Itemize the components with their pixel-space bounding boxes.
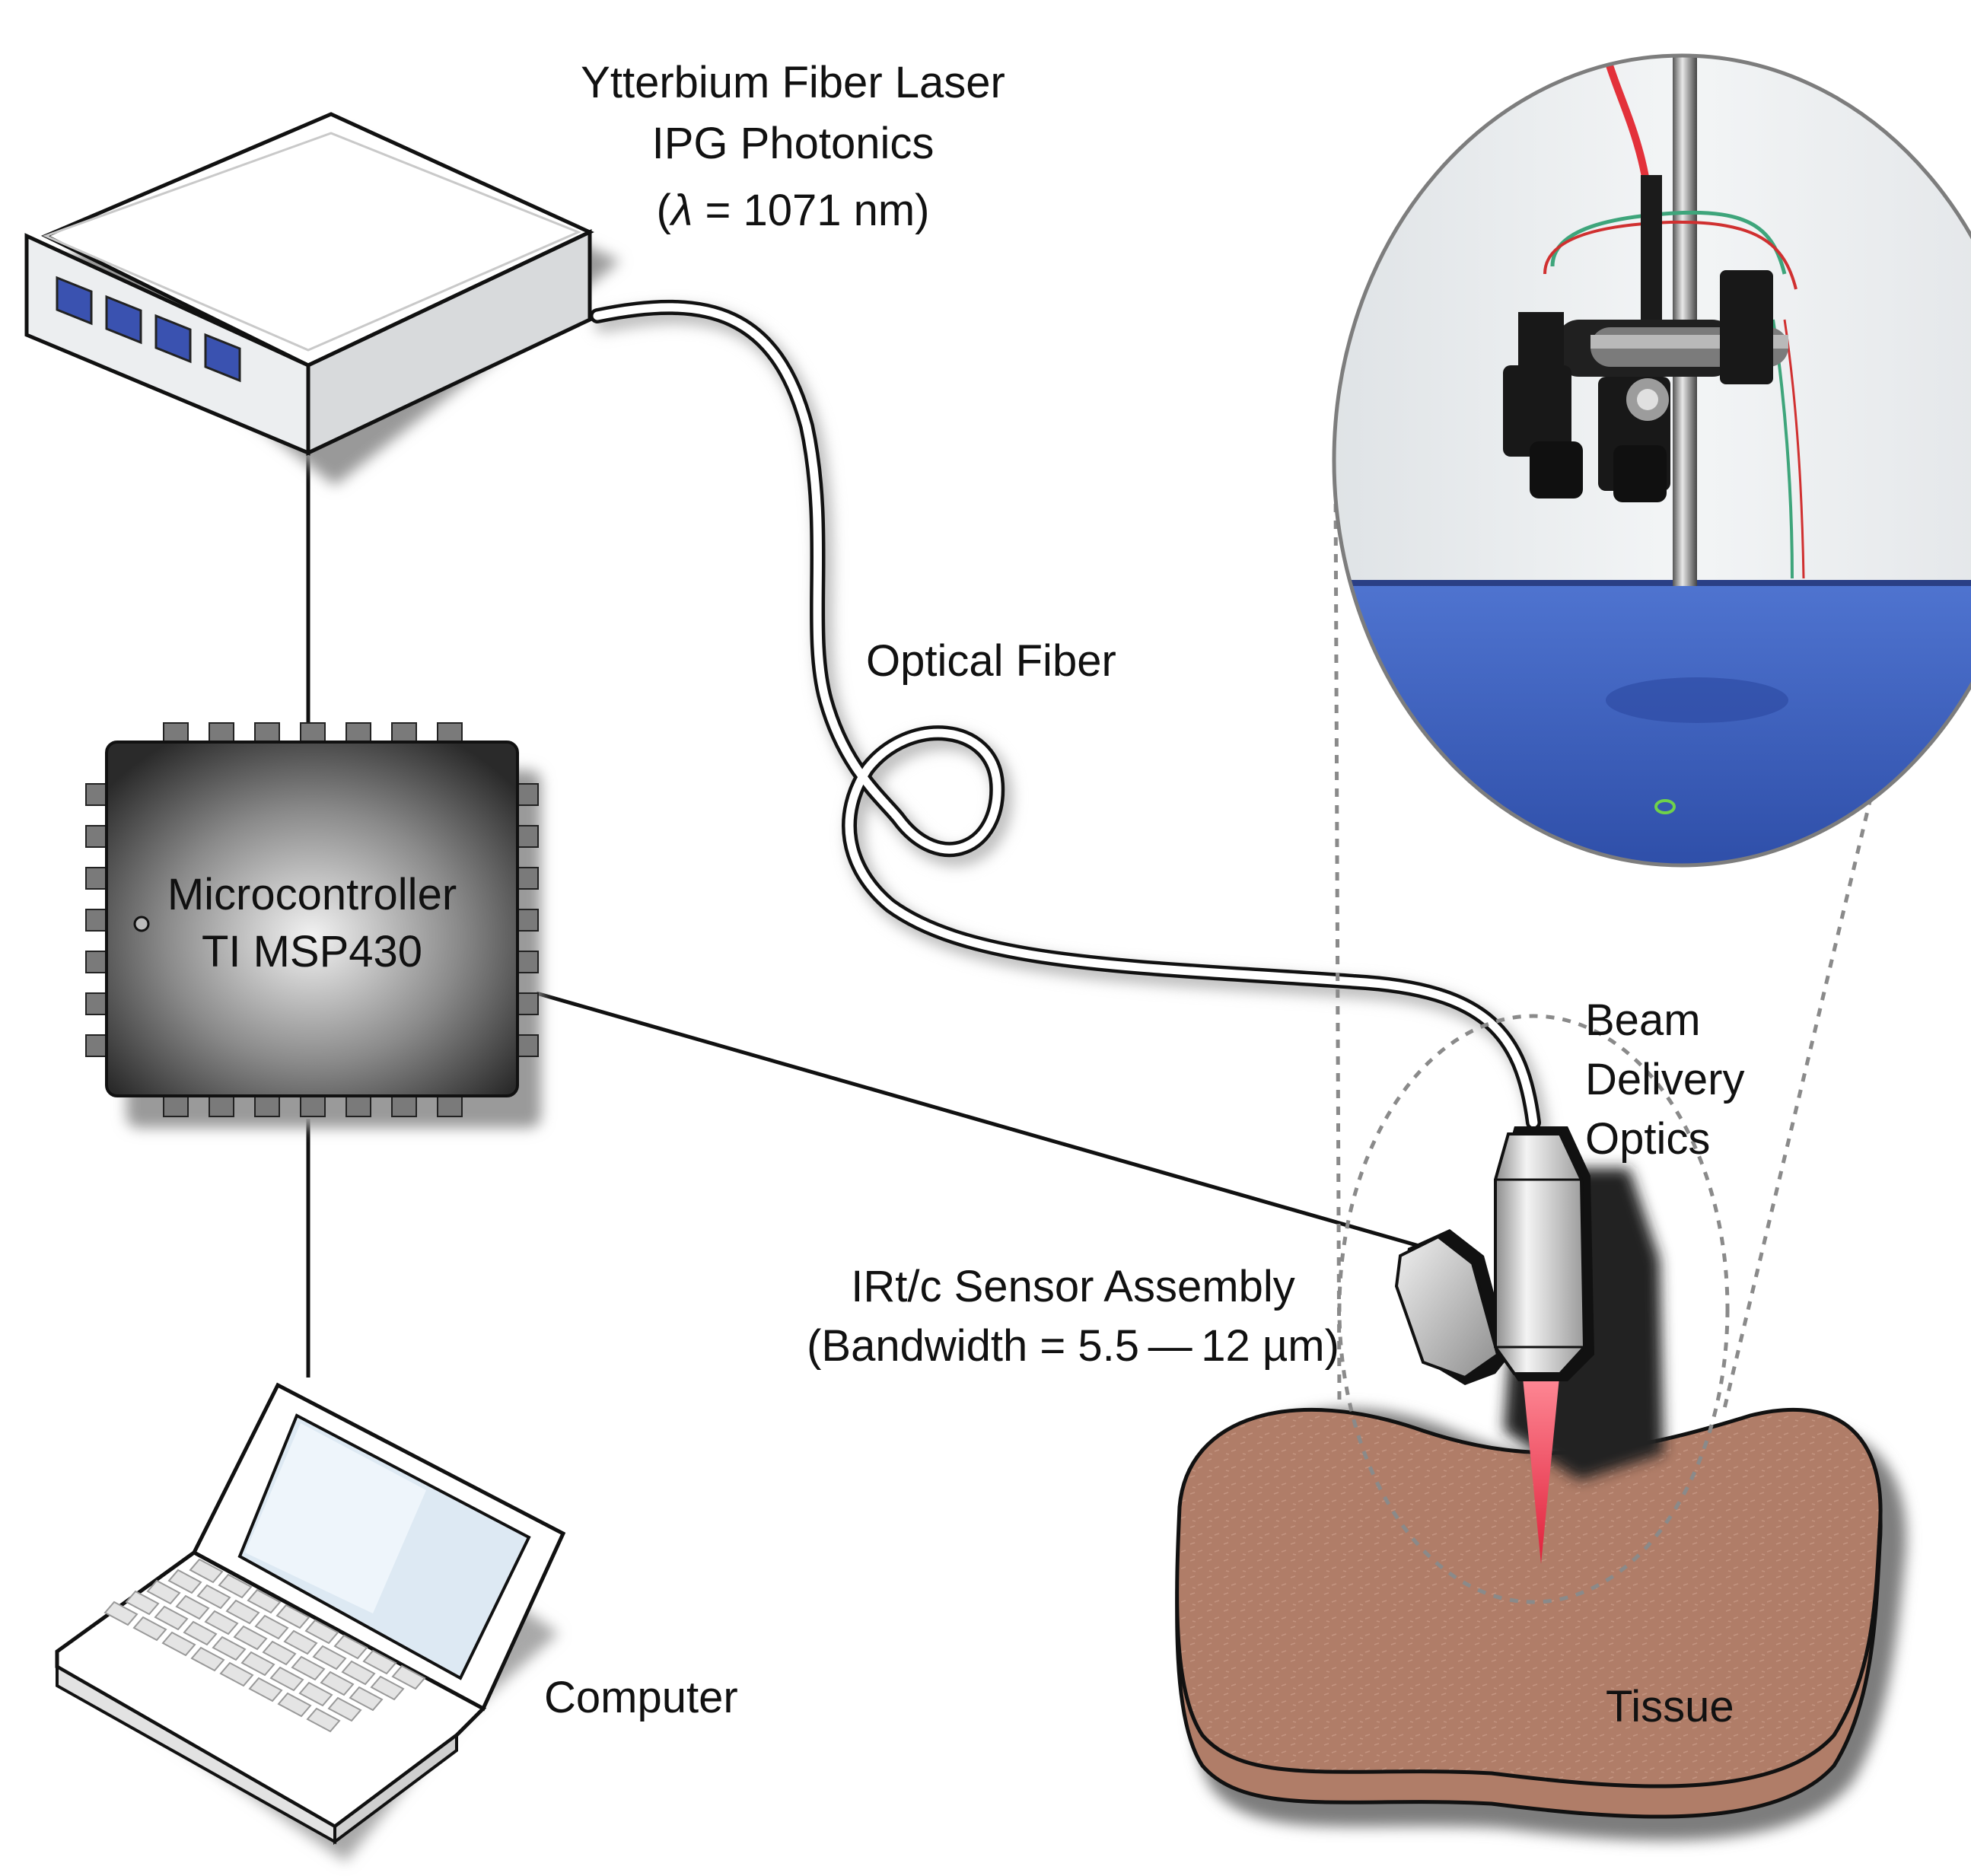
keyboard-key [204, 1610, 239, 1636]
sensor-label-line2: (Bandwidth = 5.5 — 12 µm) [807, 1321, 1339, 1371]
keyboard-key [320, 1671, 355, 1696]
keyboard-key [247, 1588, 282, 1614]
keyboard-key [370, 1675, 405, 1701]
laser-label-line2: IPG Photonics [652, 119, 935, 168]
laser-label-line1: Ytterbium Fiber Laser [581, 58, 1005, 107]
laser-spot [1654, 799, 1676, 814]
keyboard-key [233, 1625, 268, 1651]
keyboard-key [240, 1651, 275, 1677]
keyboard-key [304, 1619, 339, 1645]
labels: Ytterbium Fiber Laser IPG Photonics (λ =… [167, 58, 1745, 1731]
keyboard-key [218, 1573, 253, 1599]
laser-label-line3: (λ = 1071 nm) [656, 186, 929, 235]
keyboard-key [291, 1655, 326, 1681]
keyboard-key [333, 1634, 368, 1660]
keyboard-key [219, 1661, 254, 1687]
keyboard-key [327, 1696, 362, 1722]
keyboard-key [349, 1686, 384, 1712]
keyboard-key [189, 1558, 224, 1584]
keyboard-key [269, 1666, 304, 1692]
chip-pin1-marker [133, 916, 150, 932]
optical-fiber [590, 299, 1549, 1139]
connection-lines [306, 445, 1428, 1378]
keyboard-key [248, 1677, 283, 1702]
laptop-icon [55, 1382, 566, 1862]
tissue-block [1175, 1407, 1906, 1841]
microcontroller-label-line1: Microcontroller [167, 870, 457, 919]
keyboard-key [262, 1640, 297, 1666]
mcu-to-sensor-line [536, 991, 1428, 1250]
keyboard-key [341, 1660, 376, 1686]
microcontroller-label-line2: TI MSP430 [202, 927, 422, 976]
chip-icon [85, 722, 541, 1128]
optics-label-line2: Delivery [1585, 1055, 1745, 1104]
laser-box-icon [24, 112, 620, 486]
keyboard-key [175, 1594, 210, 1620]
tissue-label: Tissue [1606, 1682, 1734, 1731]
sensor-label-line1: IRt/c Sensor Assembly [851, 1262, 1294, 1311]
keyboard-key [277, 1692, 312, 1718]
keyboard-key [183, 1620, 218, 1646]
sensor-body [1394, 1234, 1500, 1380]
laptop-keyboard [103, 1558, 426, 1733]
sensor-icon [1394, 1229, 1511, 1385]
photo-inset-border [1332, 53, 1971, 868]
keyboard-key [190, 1646, 225, 1672]
keyboard-key [306, 1707, 341, 1733]
keyboard-key [362, 1649, 397, 1675]
keyboard-key [154, 1605, 189, 1631]
keyboard-key [103, 1600, 139, 1626]
computer-label: Computer [544, 1673, 738, 1722]
keyboard-key [196, 1584, 231, 1610]
keyboard-key [312, 1645, 347, 1671]
photo-inset [1332, 53, 1971, 868]
laser-status-leds [56, 276, 241, 383]
keyboard-key [125, 1590, 160, 1616]
keyboard-key [391, 1664, 426, 1690]
optics-label-line3: Optics [1585, 1114, 1710, 1164]
keyboard-key [212, 1636, 247, 1661]
keyboard-key [132, 1616, 167, 1642]
keyboard-key [167, 1569, 202, 1594]
tissue-top-layer [1175, 1407, 1883, 1788]
optical-fiber-label: Optical Fiber [866, 636, 1116, 686]
keyboard-key [275, 1604, 310, 1629]
keyboard-key [298, 1681, 333, 1707]
keyboard-key [254, 1614, 289, 1640]
keyboard-key [161, 1631, 196, 1657]
keyboard-key [283, 1629, 318, 1655]
beam-optics-group [1394, 1126, 1664, 1564]
laser-box-side [306, 229, 592, 456]
chip-body [105, 741, 519, 1097]
laser-beam [1522, 1370, 1560, 1564]
optics-body [1494, 1132, 1587, 1375]
keyboard-key [225, 1599, 260, 1625]
optics-label-line1: Beam [1585, 995, 1701, 1045]
keyboard-key [146, 1579, 181, 1605]
blue-work-surface [1334, 582, 1971, 865]
beam-optics-icon [1494, 1126, 1594, 1381]
zoom-guide-left [1333, 486, 1342, 1401]
